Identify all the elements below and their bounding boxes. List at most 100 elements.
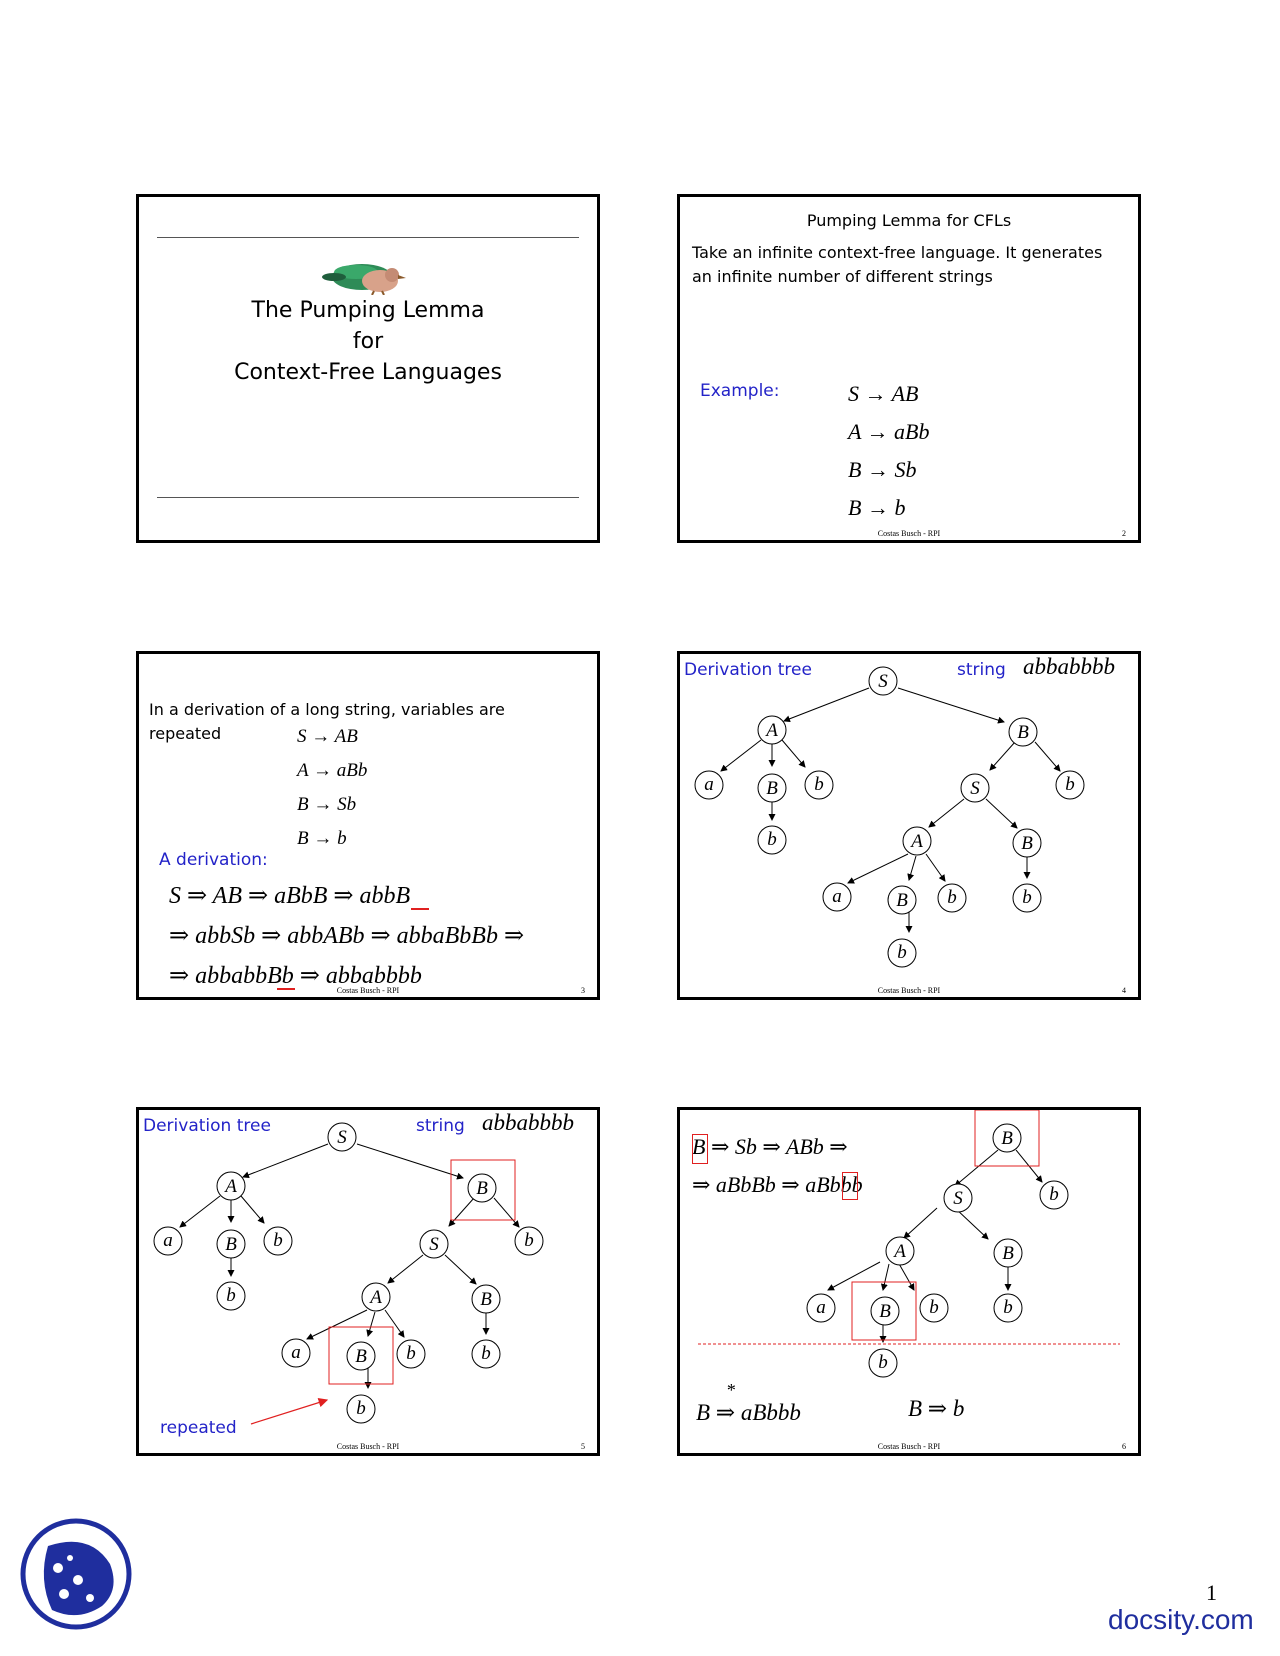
repeated-arrow	[250, 1397, 329, 1425]
example-label: Example:	[700, 381, 780, 401]
tree-node-a	[153, 1226, 183, 1256]
edge	[903, 1207, 938, 1239]
intro-line-1: Take an infinite context-free language. …	[692, 243, 1103, 262]
edge	[448, 1197, 475, 1227]
slide-page-number: 6	[1122, 1442, 1126, 1451]
top-rule	[157, 237, 579, 238]
edge	[928, 798, 965, 828]
tree-node-B	[993, 1238, 1023, 1268]
tree-node-B	[467, 1173, 497, 1203]
string-label: string	[957, 660, 1006, 680]
rule-2: A → aBb	[848, 419, 930, 444]
rule-3: B → Sb	[297, 794, 357, 815]
svg-text:b: b	[1065, 774, 1075, 795]
rule-4: B → b	[297, 828, 347, 849]
rule-4: B → b	[848, 495, 906, 520]
tree-node-b	[757, 825, 787, 855]
highlight-box-upper-B	[450, 1159, 516, 1221]
svg-text:B: B	[480, 1289, 492, 1310]
string-value: abbabbbb	[482, 1110, 574, 1135]
result-derivation-1: B ⇒ aBbbb	[696, 1400, 801, 1425]
slide-footer: Costas Busch - RPI	[336, 1442, 400, 1451]
tree-node-b	[804, 770, 834, 800]
svg-text:b: b	[878, 1352, 888, 1373]
svg-text:B: B	[476, 1178, 488, 1199]
underline-B-2	[277, 988, 295, 990]
highlight-box-B-end	[842, 1172, 858, 1200]
edge	[847, 853, 909, 884]
grammar-rules: S → AB A → aBb B → Sb B → b	[848, 375, 929, 527]
tree-node-b	[887, 938, 917, 968]
docsity-brand-link[interactable]: docsity.com	[1108, 1604, 1254, 1635]
tree-node-S	[868, 666, 898, 696]
tree-node-b	[263, 1226, 293, 1256]
edge	[356, 1143, 464, 1180]
intro-line-2: an infinite number of different strings	[692, 267, 993, 286]
tree-node-a	[822, 882, 852, 912]
star-symbol: *	[726, 1380, 735, 1400]
svg-text:b: b	[897, 942, 907, 963]
svg-text:B: B	[879, 1301, 891, 1322]
svg-text:S: S	[953, 1188, 963, 1209]
rule-1: S → AB	[848, 381, 919, 406]
title-line-2: for	[352, 329, 384, 354]
repeated-label: repeated	[160, 1418, 237, 1438]
svg-text:S: S	[429, 1234, 439, 1255]
tree-node-b	[993, 1293, 1023, 1323]
tree-node-A	[361, 1282, 391, 1312]
slide-page-number: 2	[1122, 529, 1126, 538]
slide-4: Derivation tree string abbabbbb	[677, 651, 1141, 1000]
edge	[306, 1309, 368, 1340]
string-value: abbabbbb	[1023, 654, 1115, 679]
svg-text:B: B	[1001, 1128, 1013, 1149]
slide-page-number: 4	[1122, 986, 1126, 995]
tree-node-B	[992, 1123, 1022, 1153]
tree-node-S	[943, 1183, 973, 1213]
title: The Pumping Lemma for Context-Free Langu…	[139, 295, 597, 388]
tree-node-B	[757, 773, 787, 803]
slide-footer: Costas Busch - RPI	[877, 1442, 941, 1451]
slide-3: In a derivation of a long string, variab…	[136, 651, 600, 1000]
derivation-line-2: ⇒ aBbBb ⇒ aBbbb	[692, 1172, 863, 1197]
edge	[954, 1149, 999, 1187]
edge	[384, 1309, 405, 1338]
docsity-logo-icon[interactable]	[20, 1518, 132, 1630]
svg-text:S: S	[337, 1127, 347, 1148]
string-label: string	[416, 1116, 465, 1136]
edge	[907, 855, 917, 881]
tree-node-B	[1012, 828, 1042, 858]
slide-1: The Pumping Lemma for Context-Free Langu…	[136, 194, 600, 543]
underline-B-1	[411, 908, 429, 910]
tree-node-b	[346, 1394, 376, 1424]
tree-node-S	[327, 1122, 357, 1152]
tree-node-a	[694, 770, 724, 800]
derivation-line-2: ⇒ abbSb ⇒ abbABb ⇒ abbaBbBb ⇒	[169, 923, 525, 949]
slide-2: Pumping Lemma for CFLs Take an infinite …	[677, 194, 1141, 543]
edge	[827, 1261, 881, 1291]
intro-line-2: repeated	[149, 724, 222, 743]
edge	[242, 1143, 329, 1179]
tree-node-A	[757, 715, 787, 745]
highlight-box-top-B	[974, 1110, 1040, 1167]
edge	[954, 1207, 989, 1240]
title-line-3: Context-Free Languages	[234, 360, 502, 385]
tree-node-b	[919, 1293, 949, 1323]
svg-text:b: b	[356, 1398, 366, 1419]
highlight-box-lower-B	[328, 1326, 394, 1385]
svg-text:A: A	[909, 831, 923, 852]
svg-text:a: a	[163, 1230, 173, 1251]
tree-node-B	[887, 885, 917, 915]
edge	[179, 1195, 221, 1228]
edge	[897, 687, 1005, 724]
svg-text:B: B	[1002, 1243, 1014, 1264]
tree-node-B	[346, 1341, 376, 1371]
svg-text:b: b	[1022, 887, 1032, 908]
svg-text:S: S	[878, 671, 888, 692]
svg-text:b: b	[814, 774, 824, 795]
svg-text:A: A	[368, 1287, 382, 1308]
derivation-tree-label: Derivation tree	[684, 660, 812, 680]
svg-text:B: B	[355, 1346, 367, 1367]
derivation-line-1: S ⇒ AB ⇒ aBbB ⇒ abbB	[169, 883, 411, 909]
title-line-1: The Pumping Lemma	[251, 298, 485, 323]
